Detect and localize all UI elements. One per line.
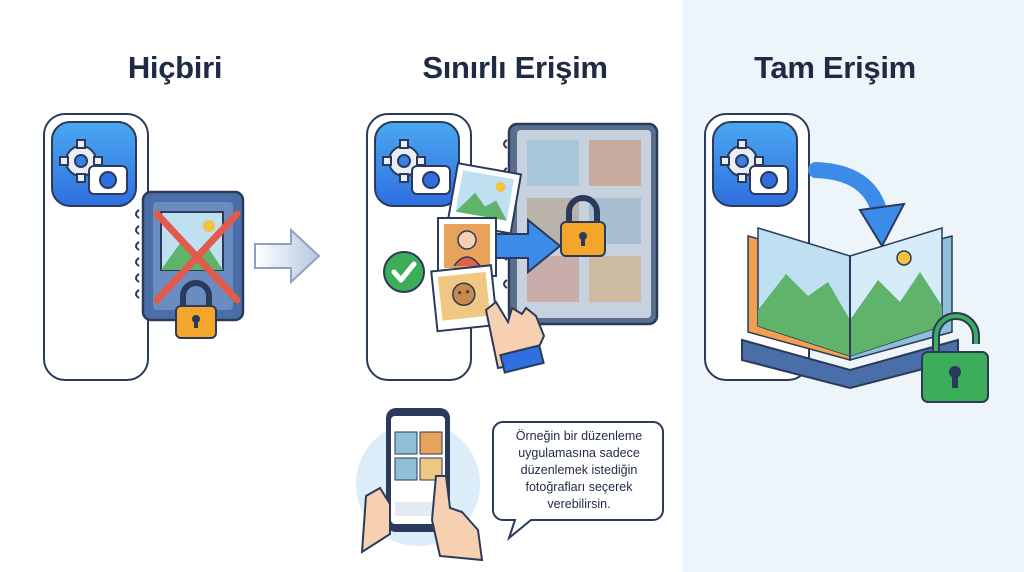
open-album-icon <box>741 226 959 390</box>
callout-line: uygulamasına sadece <box>518 446 640 460</box>
title-none: Hiçbiri <box>127 50 223 85</box>
arrow-icon <box>254 227 321 285</box>
title-limited: Sınırlı Erişim <box>422 50 608 85</box>
phone-icon <box>356 408 484 562</box>
callout-line: Örneğin bir düzenleme <box>515 429 643 443</box>
settings-camera-app-icon <box>51 121 137 207</box>
callout-line: düzenlemek istediğin <box>520 463 638 477</box>
open-padlock-icon <box>921 312 989 403</box>
callout-text: Örneğin bir düzenleme uygulamasına sadec… <box>499 428 659 513</box>
callout-bubble <box>492 421 664 541</box>
callout-line: verebilirsin. <box>547 497 611 511</box>
blurred-album-icon <box>503 122 659 326</box>
settings-camera-app-icon <box>374 121 460 207</box>
callout-line: fotoğrafları seçerek <box>525 480 633 494</box>
check-icon <box>383 251 425 293</box>
settings-camera-app-icon <box>712 121 798 207</box>
selected-photos-icon <box>430 162 546 374</box>
blocked-album-icon <box>135 190 245 339</box>
curved-arrow-icon <box>808 162 906 249</box>
title-full: Tam Erişim <box>754 50 916 85</box>
